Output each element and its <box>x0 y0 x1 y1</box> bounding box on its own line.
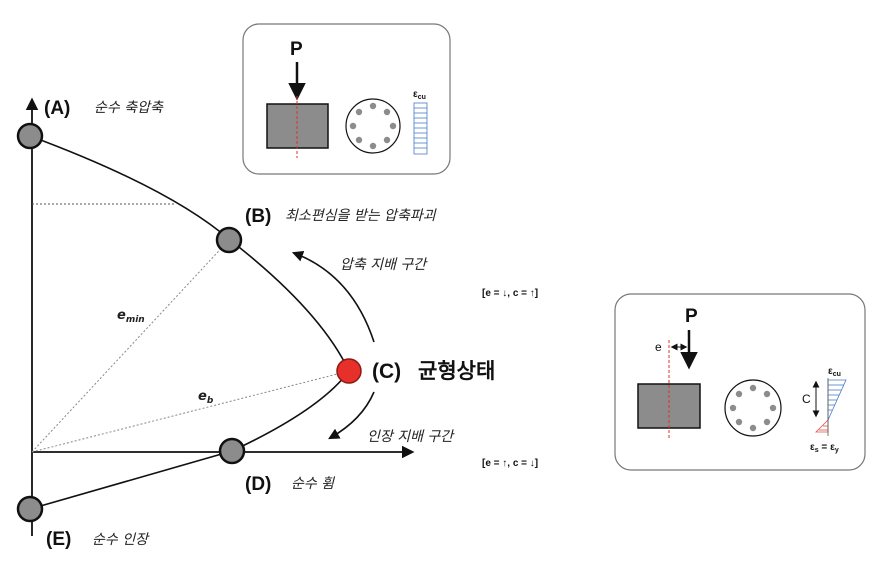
inset-top-rebars <box>349 102 397 150</box>
point-a-node <box>16 122 44 150</box>
inset-bottom-rebars <box>729 384 777 432</box>
compression-region-label: 압축 지배 구간 <box>340 257 428 273</box>
inset-bottom-strain-sy-label: εs = εy <box>810 442 839 454</box>
compression-condition: [e = ↓, c = ↑] <box>482 288 538 299</box>
point-d-id: (D) <box>245 474 271 495</box>
point-b-node <box>215 226 243 254</box>
inset-top-strain-label: εcu <box>413 89 426 101</box>
point-b-id: (B) <box>245 206 271 227</box>
e-b-line <box>31 370 350 453</box>
e-min-label: emin <box>117 308 145 325</box>
inset-concentric-load: P εcu <box>242 23 451 175</box>
point-c-id: (C) <box>372 360 401 383</box>
point-a-id: (A) <box>44 98 70 119</box>
e-min-line <box>31 239 230 453</box>
point-a-desc: 순수 축압축 <box>94 100 164 116</box>
tension-region-label: 인장 지배 구간 <box>367 429 455 445</box>
point-e-id: (E) <box>46 529 71 550</box>
inset-eccentric-load: P e εcu C εs = εy <box>614 293 866 471</box>
inset-bottom-depth-label: C <box>802 392 811 406</box>
interaction-curve <box>29 135 350 510</box>
point-d-desc: 순수 휨 <box>291 476 335 492</box>
point-c-node <box>336 358 362 384</box>
tension-region-arrow <box>328 391 375 440</box>
inset-top-strain-block <box>413 102 428 155</box>
point-b-desc: 최소편심을 받는 압축파괴 <box>285 208 437 224</box>
e-b-label: eb <box>198 389 214 406</box>
point-c-desc: 균형상태 <box>418 359 495 383</box>
point-e-node <box>16 495 44 523</box>
compression-region-arrow <box>291 250 375 343</box>
inset-bottom-ecc-label: e <box>655 340 662 354</box>
tension-condition: [e = ↑, c = ↓] <box>482 458 538 469</box>
point-d-node <box>218 437 246 465</box>
inset-bottom-load-label: P <box>685 306 698 327</box>
point-e-desc: 순수 인장 <box>92 532 150 548</box>
inset-bottom-strain-cu-label: εcu <box>828 366 841 378</box>
inset-top-load-label: P <box>290 39 303 60</box>
